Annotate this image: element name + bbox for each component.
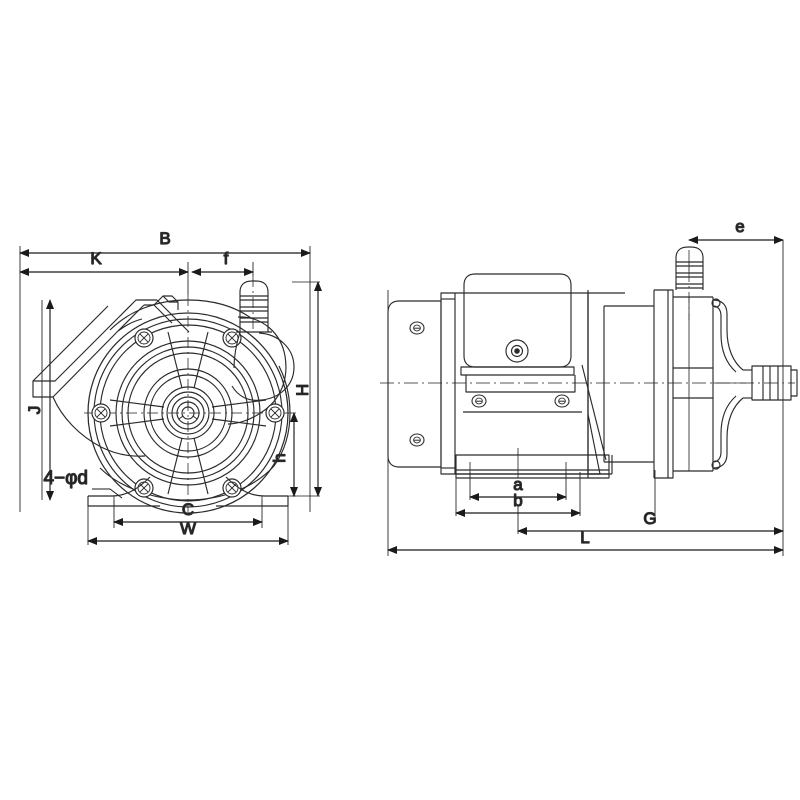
suction-nozzle xyxy=(751,365,798,401)
dimension-label-J: J xyxy=(25,406,44,415)
fan-spokes xyxy=(109,331,267,495)
dimension-label-e: e xyxy=(735,217,744,236)
motor-rear-cover xyxy=(387,300,442,468)
dimension-H: H xyxy=(292,281,322,497)
casing-contour xyxy=(231,332,295,401)
shaft-hub xyxy=(161,386,215,440)
dimension-W: W xyxy=(87,518,289,545)
dimension-a: a xyxy=(469,474,567,501)
dimension-f: f xyxy=(191,248,254,276)
dimension-e: e xyxy=(688,216,784,244)
terminal-box xyxy=(32,295,190,457)
dimension-label-W: W xyxy=(180,519,196,538)
hole-callout: 4−φd xyxy=(43,467,123,499)
base-plate xyxy=(455,448,610,479)
outlet-nozzle xyxy=(233,280,272,369)
side-view: e a b G L xyxy=(380,216,798,556)
screw-head xyxy=(409,321,425,335)
dimension-label-G: G xyxy=(643,509,656,528)
bolt-head xyxy=(134,328,154,348)
dimension-G: G xyxy=(517,505,784,535)
pump-head-casing xyxy=(603,289,714,479)
screw-head xyxy=(471,394,487,408)
bolt-head xyxy=(265,403,285,423)
dimension-B: B xyxy=(19,228,311,257)
dimension-K: K xyxy=(19,248,189,276)
screw-head xyxy=(409,433,425,447)
dimension-label-f: f xyxy=(224,249,229,268)
hole-callout-label: 4−φd xyxy=(43,468,88,489)
mounting-feet xyxy=(87,476,289,507)
bolt-head xyxy=(91,403,111,423)
terminal-box-center-boss xyxy=(505,339,529,363)
terminal-box xyxy=(460,273,582,413)
dimension-label-a: a xyxy=(513,475,523,494)
discharge-nozzle xyxy=(675,246,704,290)
dimension-J: J xyxy=(24,299,54,501)
fan-cover xyxy=(87,312,289,514)
dimension-label-b: b xyxy=(513,491,522,510)
pump-front-casing xyxy=(711,298,752,470)
dimension-label-B: B xyxy=(159,229,170,248)
front-view: B K f H h J C xyxy=(19,228,322,545)
dimension-label-H: H xyxy=(293,384,312,396)
dimension-L: L xyxy=(387,527,784,554)
screw-head xyxy=(554,394,570,408)
dimension-label-L: L xyxy=(580,528,589,547)
dimension-label-K: K xyxy=(90,249,102,268)
